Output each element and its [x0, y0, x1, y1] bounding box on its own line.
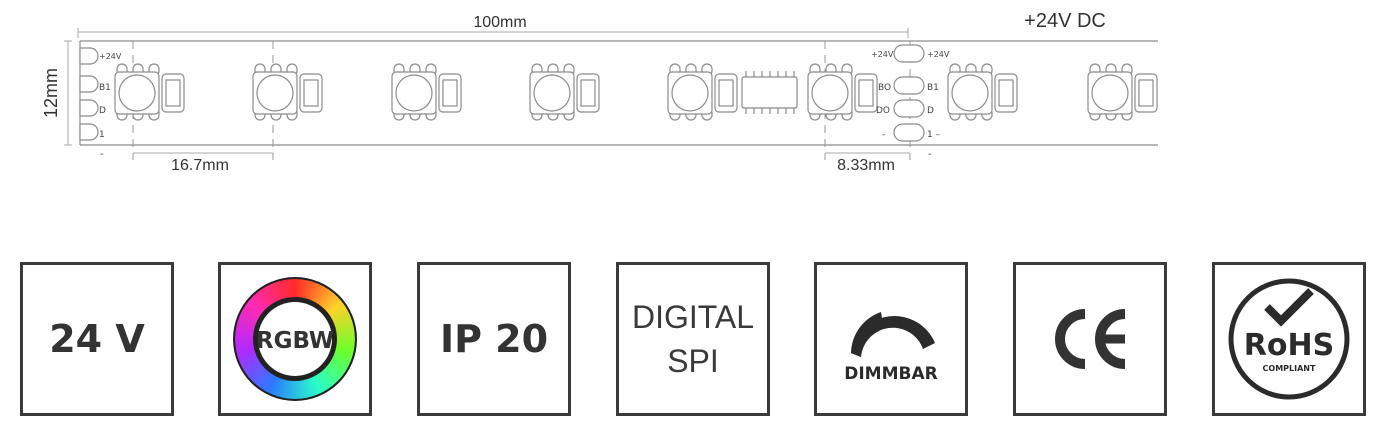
dimm-badge: DIMMBAR: [814, 262, 968, 416]
pad-mid-right-2: B1: [927, 83, 939, 93]
ce-mark-icon: [1055, 309, 1126, 369]
pad-mid-left-1: +24V: [871, 50, 894, 59]
voltage-badge-text: 24 V: [49, 317, 145, 361]
pad-mid-right-3: D: [927, 106, 934, 116]
pad-left-label-1: +24V: [99, 52, 122, 61]
pad-mid-left-3: DO: [876, 106, 890, 116]
led-package: [252, 63, 323, 121]
dimming-arc-icon: DIMMBAR: [844, 312, 938, 384]
ip-badge-text: IP 20: [439, 317, 549, 361]
pitch-label: 16.7mm: [171, 157, 229, 174]
rohs-main-text: RoHS: [1244, 328, 1334, 363]
rohs-icon: RoHS COMPLIANT: [1228, 278, 1350, 400]
rohs-sub-text: COMPLIANT: [1263, 364, 1316, 373]
led-package: [1087, 63, 1158, 121]
width-dimension: [64, 40, 72, 146]
voltage-badge: 24 V: [20, 262, 174, 416]
digital-line-2: SPI: [667, 343, 719, 379]
length-dimension: [77, 28, 909, 38]
pad-mid-right-1: +24V: [927, 50, 950, 59]
digital-badge-text: DIGITAL SPI: [632, 295, 754, 383]
middle-solder-pads: [893, 44, 925, 142]
pad-left-label-4: 1: [99, 130, 105, 140]
pad-mid-left-2: BO: [878, 83, 891, 93]
pad-left-label-2: B1: [99, 83, 111, 93]
length-label: 100mm: [473, 14, 526, 31]
ic-chip: [741, 71, 798, 114]
dimm-label: DIMMBAR: [844, 364, 937, 384]
digital-line-1: DIGITAL: [631, 299, 755, 335]
voltage-label: +24V DC: [1024, 10, 1106, 32]
digital-badge: DIGITAL SPI: [616, 262, 770, 416]
rgbw-label: RGBW: [256, 328, 334, 354]
mid-dash: -: [928, 149, 932, 160]
rgbw-badge: RGBW: [218, 262, 372, 416]
left-solder-pads: [79, 47, 99, 141]
color-wheel-icon: RGBW: [233, 277, 357, 401]
ip-badge: IP 20: [417, 262, 571, 416]
led-package: [807, 63, 878, 121]
led-package: [947, 63, 1018, 121]
width-label: 12mm: [41, 68, 61, 118]
led-group: [114, 63, 1158, 121]
led-package: [391, 63, 462, 121]
strip-diagram: 100mm +24V DC 12mm 16.7mm 8.33mm +24V B1…: [41, 10, 1158, 174]
cut-label: 8.33mm: [837, 157, 895, 174]
rohs-badge: RoHS COMPLIANT: [1212, 262, 1366, 416]
ce-badge: [1013, 262, 1167, 416]
pad-mid-left-4: -: [882, 130, 885, 140]
left-dash: -: [100, 149, 104, 160]
pad-mid-right-4: 1 –: [927, 130, 941, 140]
led-package: [114, 63, 185, 121]
led-package: [667, 63, 738, 121]
led-package: [529, 63, 600, 121]
pad-left-label-3: D: [99, 106, 106, 116]
